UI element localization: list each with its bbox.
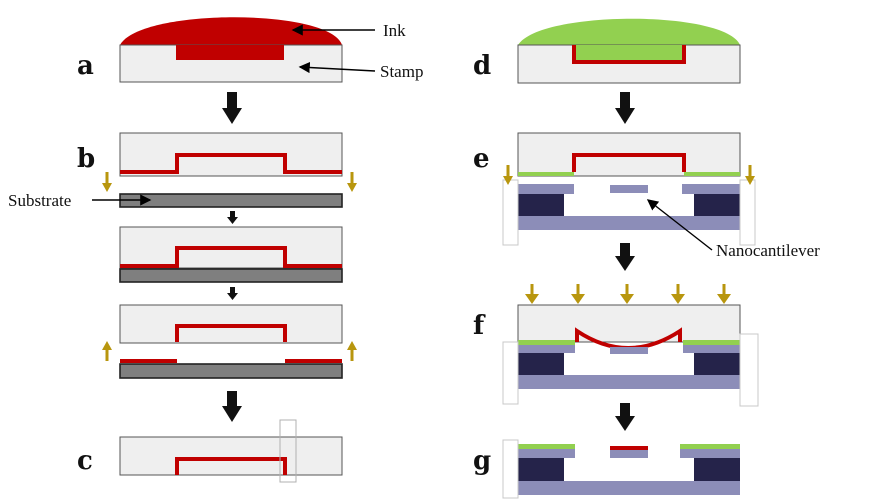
device-top-layer	[518, 449, 575, 458]
green-ink-layer	[518, 172, 574, 176]
green-ink-layer	[518, 340, 575, 345]
ink-layer	[175, 457, 287, 475]
device-base	[518, 375, 740, 389]
panel-a	[119, 17, 376, 83]
ink-layer	[120, 153, 342, 174]
outline-artifact	[502, 179, 519, 246]
stamp-label: Stamp	[380, 62, 423, 81]
panel-b-step-2	[119, 226, 343, 283]
device-pillar	[518, 353, 564, 375]
green-ink-layer	[683, 340, 740, 345]
device-top-layer	[683, 345, 740, 353]
transferred-ink	[285, 359, 342, 363]
nanocantilever	[610, 450, 648, 458]
stamp-callout-line	[298, 61, 376, 74]
ink-layer	[572, 45, 686, 64]
panel-label-f: f	[473, 311, 486, 341]
ink-layer	[120, 246, 342, 268]
press-down-arrow	[503, 165, 513, 185]
device-pillar	[518, 458, 564, 481]
panel-g	[502, 439, 740, 499]
panel-label-e: e	[473, 144, 490, 174]
step-arrow-small	[227, 211, 238, 224]
nanocantilever	[610, 185, 648, 193]
stamp-block	[517, 304, 741, 343]
ink-layer	[175, 324, 287, 342]
panel-label-a: a	[77, 51, 94, 81]
press-down-arrow	[525, 284, 539, 304]
lift-up-arrow	[347, 341, 357, 361]
ink-in-stamp-recess	[574, 45, 684, 62]
panel-c	[119, 419, 343, 483]
panel-e	[502, 132, 756, 251]
panel-label-b: b	[77, 144, 95, 174]
panel-label-c: c	[77, 446, 93, 476]
green-ink-layer	[680, 444, 740, 449]
nanocantilever-callout-line	[646, 199, 713, 251]
device-top-layer	[682, 184, 740, 194]
substrate	[119, 363, 343, 379]
step-arrow-small	[227, 287, 238, 300]
press-down-arrow	[717, 284, 731, 304]
outline-artifact	[279, 419, 297, 483]
outline-artifact	[502, 439, 519, 499]
device-pillar	[694, 353, 740, 375]
ink-label: Ink	[383, 21, 406, 40]
nanocantilever-label: Nanocantilever	[716, 241, 820, 260]
substrate	[119, 268, 343, 283]
device-pillar	[694, 194, 740, 216]
press-down-arrow	[347, 172, 357, 192]
panel-d	[517, 18, 741, 84]
ink-in-stamp-recess	[176, 45, 284, 60]
device-base	[518, 481, 740, 495]
press-down-arrow	[102, 172, 112, 192]
outline-artifact	[739, 179, 756, 246]
press-down-arrow	[745, 165, 755, 185]
step-arrow-f-g	[615, 403, 635, 431]
red-ink-on-cantilever	[610, 446, 648, 450]
panel-label-d: d	[473, 51, 491, 81]
press-down-arrow	[671, 284, 685, 304]
transferred-ink	[120, 359, 177, 363]
device-pillar	[518, 194, 564, 216]
press-down-arrow	[571, 284, 585, 304]
stamp-block	[119, 436, 343, 476]
panel-b-step-1	[92, 132, 357, 208]
device-pillar	[694, 458, 740, 481]
green-ink-layer	[684, 172, 740, 176]
outline-artifact	[502, 341, 519, 405]
device-top-layer	[518, 184, 574, 194]
step-arrow-d-e	[615, 92, 635, 124]
substrate	[119, 193, 343, 208]
step-arrow-e-f	[615, 243, 635, 271]
device-top-layer	[518, 345, 575, 353]
green-ink-layer	[518, 444, 575, 449]
press-down-arrow	[620, 284, 634, 304]
ink-layer	[572, 153, 686, 172]
step-arrow-b-c	[222, 391, 242, 422]
device-top-layer	[680, 449, 740, 458]
substrate-label: Substrate	[8, 191, 71, 210]
outline-artifact	[739, 333, 759, 407]
panel-b-step-3	[102, 304, 357, 379]
step-arrow-a-b	[222, 92, 242, 124]
panel-label-g: g	[473, 446, 491, 476]
device-base	[518, 216, 740, 230]
ink-blob	[518, 18, 740, 45]
lift-up-arrow	[102, 341, 112, 361]
nanocantilever	[610, 347, 648, 354]
ink-blob	[120, 17, 342, 45]
panel-f	[502, 284, 759, 407]
